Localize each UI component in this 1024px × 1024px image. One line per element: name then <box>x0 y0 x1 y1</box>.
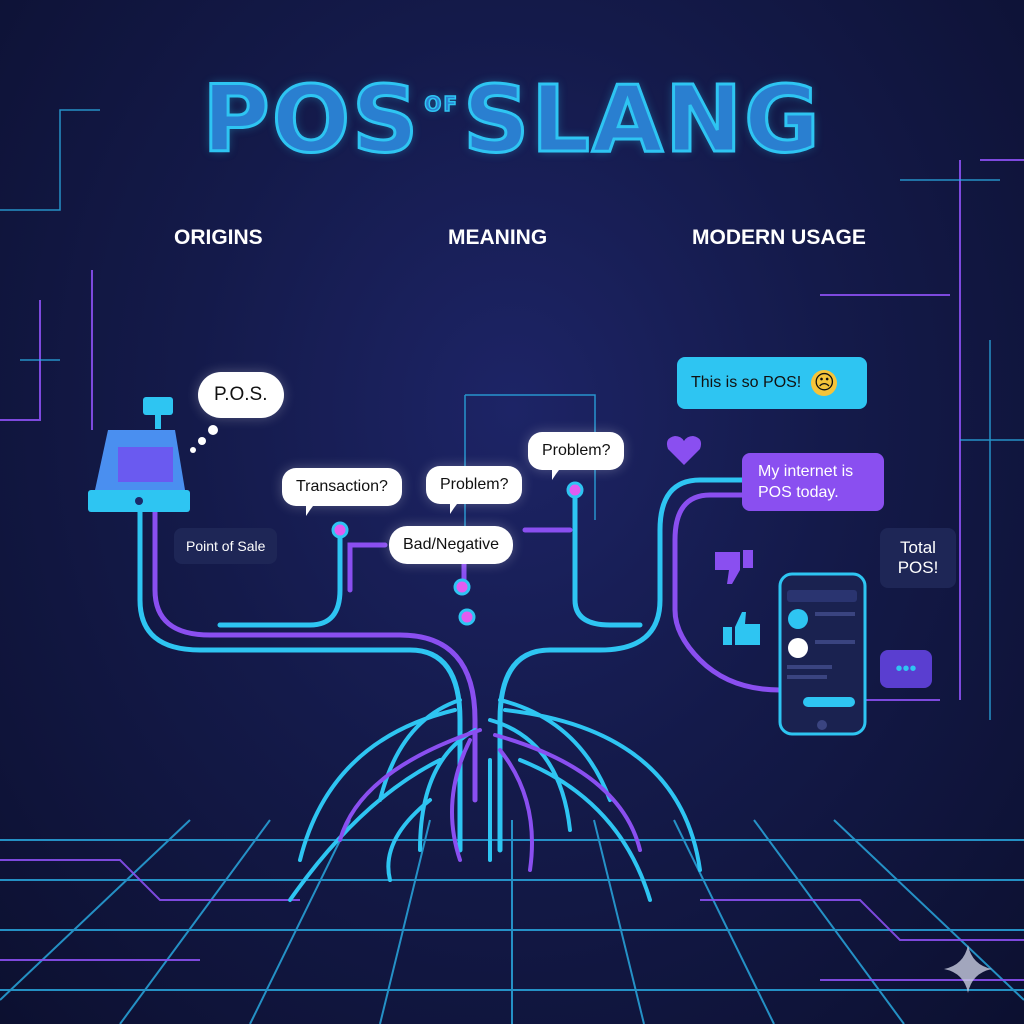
total-pos-bubble: Total POS! <box>880 528 956 588</box>
transaction-bubble: Transaction? <box>282 468 402 516</box>
section-origins: ORIGINS <box>174 226 263 249</box>
thumbs-up-icon <box>723 612 760 645</box>
bad-negative-bubble: Bad/Negative <box>389 526 514 564</box>
sad-face-icon: ☹ <box>811 370 838 396</box>
problem-bubble-1: Problem? <box>426 466 523 514</box>
phone-icon <box>778 572 867 736</box>
title-pos: POS <box>201 65 421 175</box>
sparkle-icon <box>944 945 992 993</box>
thought-bubble: P.O.S. <box>198 372 284 418</box>
heart-icon <box>666 436 702 465</box>
point-of-sale-label: Point of Sale <box>174 528 278 564</box>
thumbs-down-icon <box>715 550 753 584</box>
title-slang: SLANG <box>461 65 822 175</box>
so-pos-text: This is so POS! <box>691 374 802 391</box>
section-meaning: MEANING <box>448 226 548 249</box>
internet-pos-bubble: My internet is POS today. <box>742 453 884 511</box>
thought-bubble-dots <box>190 425 218 453</box>
nodes <box>331 481 584 626</box>
tree-roots <box>137 477 783 902</box>
so-pos-bubble: This is so POS! ☹ <box>677 357 867 409</box>
cash-register-icon <box>88 397 190 512</box>
typing-bubble: ••• <box>880 650 932 688</box>
perspective-grid <box>0 819 1024 1024</box>
problem-bubble-2: Problem? <box>528 432 625 480</box>
section-modern-usage: MODERN USAGE <box>692 226 866 249</box>
title-of: OF <box>424 91 459 117</box>
